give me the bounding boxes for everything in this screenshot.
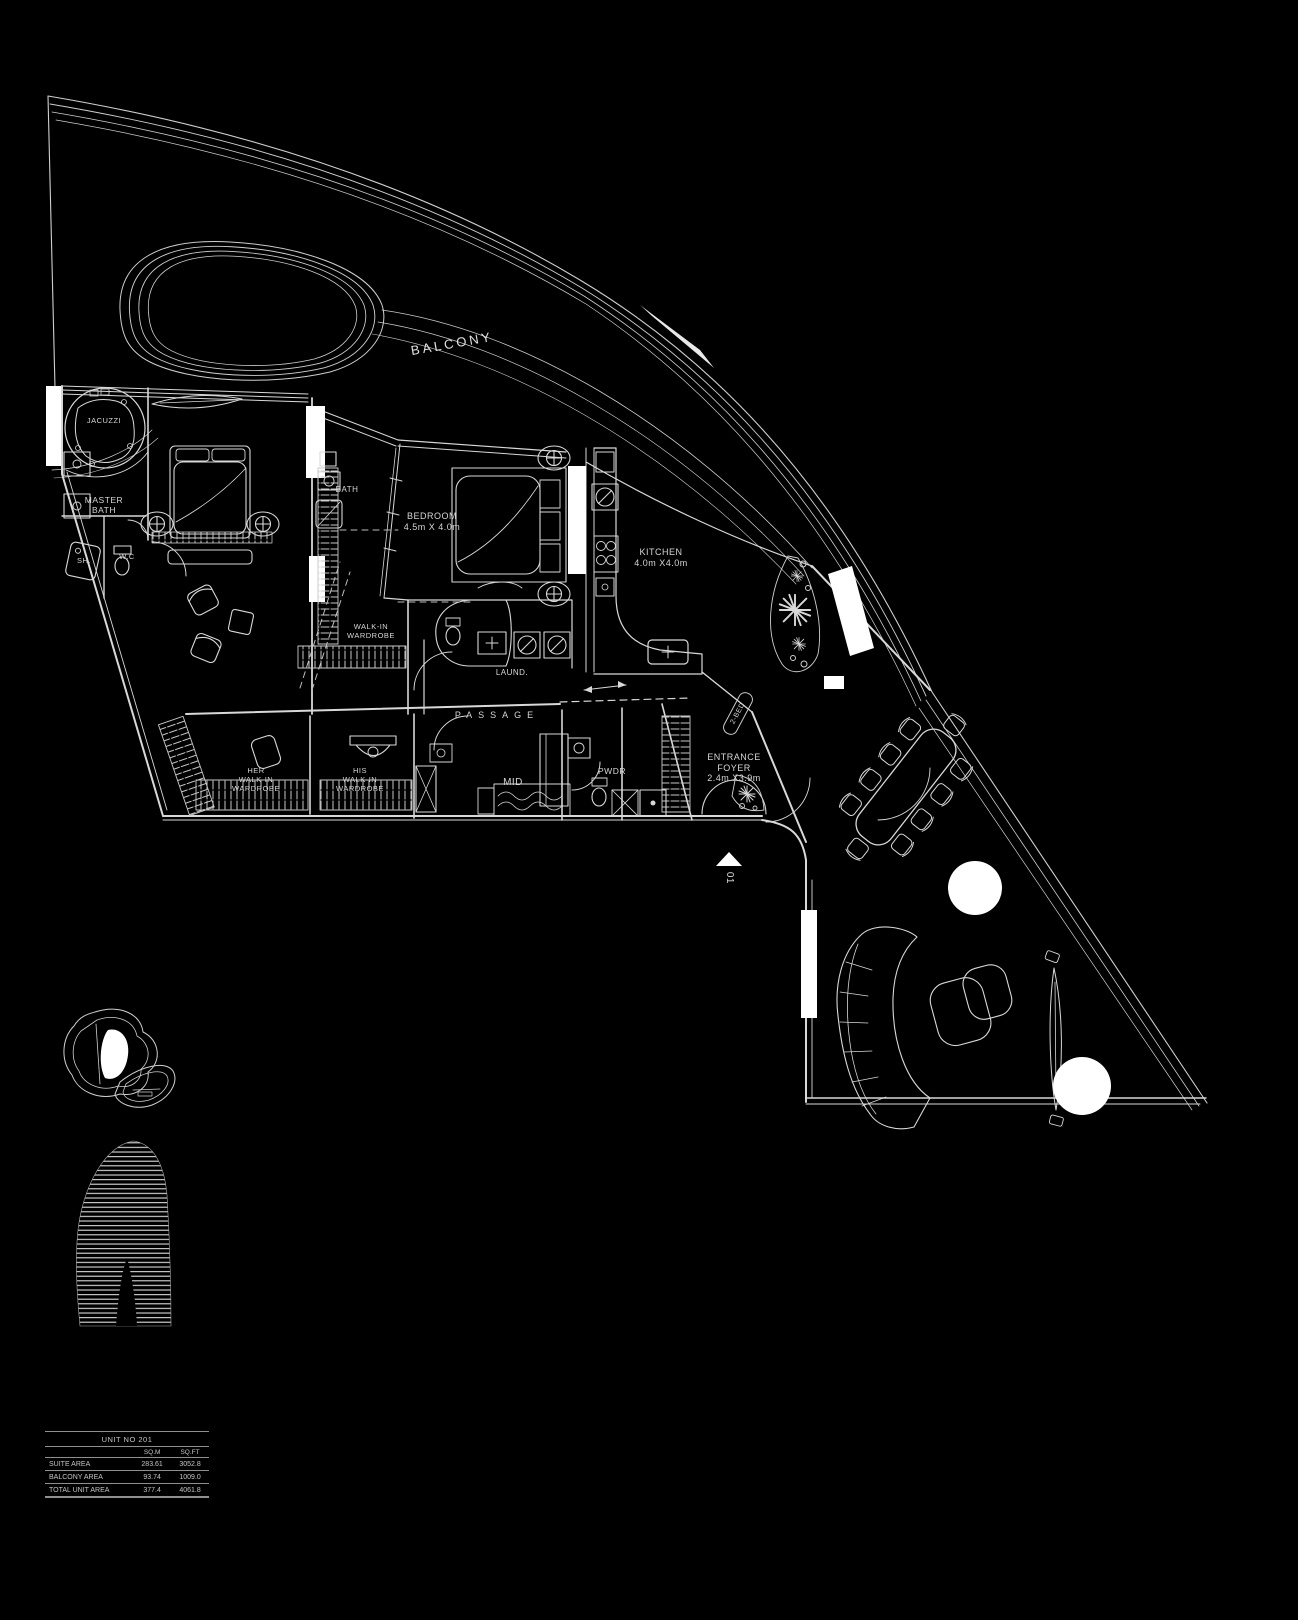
bedroom-bed bbox=[451, 445, 571, 607]
label-kitchen: KITCHEN 4.0m X4.0m bbox=[634, 547, 688, 568]
label-bath: BATH bbox=[335, 485, 359, 494]
key-plan bbox=[63, 1008, 176, 1108]
row-sqft: 3052.8 bbox=[179, 1460, 201, 1468]
label-powder: PWDR bbox=[598, 766, 626, 776]
wardrobe-hangers bbox=[157, 467, 691, 817]
unit-number: 01 bbox=[723, 871, 735, 884]
table-row: BALCONY AREA 93.74 1009.0 bbox=[45, 1471, 209, 1484]
col-sqm: SQ.M bbox=[143, 1448, 161, 1456]
laundry-area bbox=[435, 581, 571, 667]
dining-table-set bbox=[836, 711, 976, 863]
row-label: SUITE AREA bbox=[49, 1460, 91, 1468]
label-mid: MID bbox=[503, 777, 523, 788]
label-his-wardrobe: HIS WALK-IN WARDROBE bbox=[336, 766, 384, 793]
lounge-chair bbox=[929, 964, 1013, 1047]
row-sqm: 377.4 bbox=[143, 1486, 161, 1494]
tower-elevation bbox=[76, 1140, 172, 1327]
label-her-wardrobe: HER WALK-IN WARDROBE bbox=[232, 766, 280, 793]
planter-entrance bbox=[731, 774, 765, 812]
label-jacuzzi: JACUZZI bbox=[86, 416, 122, 425]
area-table-title-row: UNIT NO 201 bbox=[45, 1432, 209, 1447]
table-row: SUITE AREA 283.61 3052.8 bbox=[45, 1458, 209, 1471]
label-walkin-wardrobe: WALK-IN WARDROBE bbox=[347, 622, 395, 640]
label-wc: W.C bbox=[119, 552, 135, 561]
row-label: BALCONY AREA bbox=[49, 1473, 103, 1481]
table-row: TOTAL UNIT AREA 377.4 4061.8 bbox=[45, 1484, 209, 1497]
area-table-header-row: SQ.M SQ.FT bbox=[45, 1447, 209, 1458]
label-shower: SH. bbox=[76, 556, 91, 565]
sofa bbox=[836, 926, 931, 1130]
kitchen-counters bbox=[591, 447, 703, 675]
balcony-pod-sculpture bbox=[51, 241, 813, 585]
her-his-wardrobe-items bbox=[250, 735, 397, 769]
planter-leaf-top bbox=[151, 394, 243, 409]
jacuzzi bbox=[64, 387, 149, 478]
area-table-title: UNIT NO 201 bbox=[101, 1434, 153, 1444]
label-master-bath: MASTER BATH bbox=[84, 495, 124, 516]
row-sqft: 1009.0 bbox=[179, 1473, 201, 1481]
row-sqft: 4061.8 bbox=[179, 1486, 201, 1494]
label-laundry: LAUND. bbox=[495, 668, 529, 677]
balcony-edge-curves bbox=[47, 95, 1208, 1111]
window-blocks bbox=[46, 386, 874, 1018]
master-sitting-chairs bbox=[185, 582, 255, 665]
entrance-foyer-items bbox=[611, 767, 931, 823]
label-passage: PASSAGE bbox=[454, 710, 540, 720]
unit-walls bbox=[61, 385, 1207, 1105]
col-sqft: SQ.FT bbox=[180, 1448, 200, 1456]
row-sqm: 283.61 bbox=[141, 1460, 163, 1468]
label-entrance-foyer: ENTRANCE FOYER 2.4m X3.9m bbox=[707, 752, 761, 784]
mid-room-items bbox=[415, 733, 571, 817]
row-sqm: 93.74 bbox=[143, 1473, 161, 1481]
area-table: UNIT NO 201 SQ.M SQ.FT SUITE AREA 283.61… bbox=[45, 1431, 209, 1498]
master-bed bbox=[140, 445, 280, 565]
row-label: TOTAL UNIT AREA bbox=[49, 1486, 110, 1494]
powder-room-items bbox=[567, 737, 608, 807]
planter-right bbox=[770, 555, 821, 673]
structural-columns bbox=[948, 861, 1111, 1115]
label-bedroom: BEDROOM 4.5m X 4.0m bbox=[403, 511, 461, 532]
entrance-arrow bbox=[716, 852, 742, 866]
